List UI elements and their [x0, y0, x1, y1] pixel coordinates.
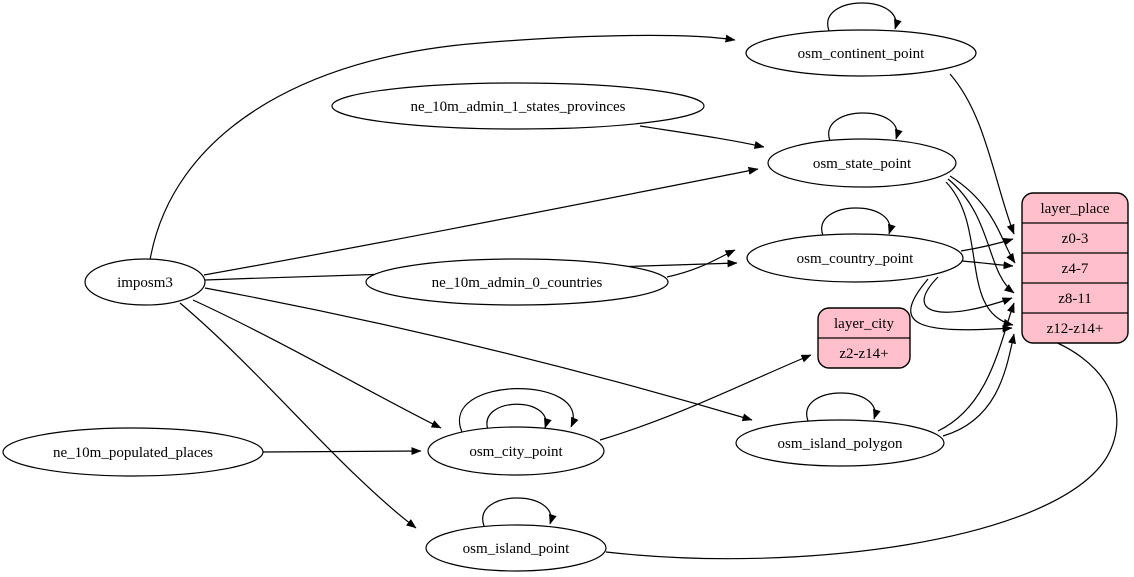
edge-osm-state-point-to-layer-place-z4-7 [949, 175, 1016, 264]
edge-osm-island-polygon-to-layer-place-z8-11 [937, 302, 1015, 432]
edge-osm-country-point-to-layer-place-z12-z14 [910, 278, 1013, 333]
node-osm-state-point: osm_state_point [767, 138, 957, 188]
node-ne-countries-shape [365, 258, 669, 306]
node-city-shape [427, 426, 605, 476]
layer-place-row-z8-11: z8-11 [1058, 291, 1092, 307]
layer-place-row-z12-z14: z12-z14+ [1047, 321, 1104, 337]
self-loop-osm-country-point [821, 207, 896, 237]
edge-osm-state-point-to-layer-place-z8-11 [947, 178, 1015, 294]
edge-ne-countries-to-osm-country-point [666, 249, 736, 278]
layer-city-row-z2-z14: z2-z14+ [839, 346, 888, 362]
self-loop-osm-city-point-inner [486, 403, 552, 431]
edge-imposm3-to-osm-continent-point [149, 34, 736, 261]
node-ne-10m-admin-0-countries: ne_10m_admin_0_countries [365, 258, 669, 306]
self-loop-osm-continent-point [827, 2, 902, 32]
edge-imposm3-to-osm-state-point [203, 166, 759, 276]
self-loop-osm-island-polygon [806, 392, 881, 422]
layer-place-row-z0-3: z0-3 [1062, 231, 1089, 247]
node-continent-shape [745, 29, 977, 77]
node-city-label: osm_city_point [469, 444, 563, 460]
self-loop-osm-island-point [482, 497, 557, 527]
node-island-polygon-label: osm_island_polygon [777, 436, 903, 452]
node-osm-island-polygon: osm_island_polygon [735, 419, 945, 467]
node-ne-countries-label: ne_10m_admin_0_countries [432, 275, 603, 291]
edge-osm-state-point-to-layer-place-z12-z14 [945, 181, 1014, 327]
layer-place-box [1021, 192, 1129, 344]
node-osm-continent-point: osm_continent_point [745, 29, 977, 77]
edge-osm-island-point-to-layer-place-z12-z14 [605, 330, 1118, 560]
node-ne-10m-admin-1-states-provinces: ne_10m_admin_1_states_provinces [331, 82, 705, 130]
node-ne-states-shape [331, 82, 705, 130]
edge-osm-country-point-to-layer-place-z4-7 [961, 260, 1014, 270]
edge-osm-continent-point-to-layer-place-z0-3 [949, 73, 1015, 235]
self-loop-osm-state-point [828, 112, 903, 142]
edge-osm-island-polygon-to-layer-place-z12-z14 [942, 333, 1016, 437]
layer-place-row-z4-7: z4-7 [1062, 261, 1089, 277]
node-ne-places-shape [2, 427, 264, 477]
node-osm-country-point: osm_country_point [746, 233, 964, 283]
edge-osm-city-point-to-layer-city-z2-z14 [599, 354, 812, 441]
node-island-point-label: osm_island_point [463, 541, 571, 557]
node-ne-10m-populated-places: ne_10m_populated_places [2, 427, 264, 477]
node-osm-city-point: osm_city_point [427, 426, 605, 476]
node-island-polygon-shape [735, 419, 945, 467]
edge-imposm3-to-osm-city-point [192, 299, 442, 429]
node-state-shape [767, 138, 957, 188]
edge-osm-country-point-to-layer-place-z0-3 [960, 237, 1014, 252]
layer-city-title: layer_city [834, 316, 894, 332]
edge-osm-country-point-to-layer-place-z8-11 [923, 276, 1013, 313]
edges-layer [149, 2, 1118, 560]
node-continent-label: osm_continent_point [798, 46, 925, 62]
node-imposm3-label: imposm3 [117, 275, 173, 291]
node-country-label: osm_country_point [797, 251, 914, 267]
layer-place-record: layer_place z0-3 z4-7 z8-11 z12-z14+ [1021, 192, 1129, 344]
node-osm-island-point: osm_island_point [425, 524, 607, 572]
node-ne-states-label: ne_10m_admin_1_states_provinces [411, 99, 626, 115]
layer-city-record: layer_city z2-z14+ [817, 307, 911, 369]
node-imposm3-shape [84, 258, 206, 306]
edge-imposm3-to-osm-island-point [179, 302, 417, 529]
node-island-point-shape [425, 524, 607, 572]
edge-ne-states-to-osm-state-point [639, 125, 765, 149]
node-ne-places-label: ne_10m_populated_places [53, 445, 213, 461]
self-loop-osm-city-point-outer [458, 388, 579, 433]
edge-ne-places-to-osm-city-point [262, 447, 422, 456]
node-state-label: osm_state_point [813, 156, 912, 172]
edge-imposm3-to-osm-island-polygon [204, 287, 753, 422]
layer-place-title: layer_place [1040, 201, 1109, 217]
node-country-shape [746, 233, 964, 283]
nodes-layer: imposm3 ne_10m_admin_1_states_provinces … [2, 29, 977, 572]
node-imposm3: imposm3 [84, 258, 206, 306]
